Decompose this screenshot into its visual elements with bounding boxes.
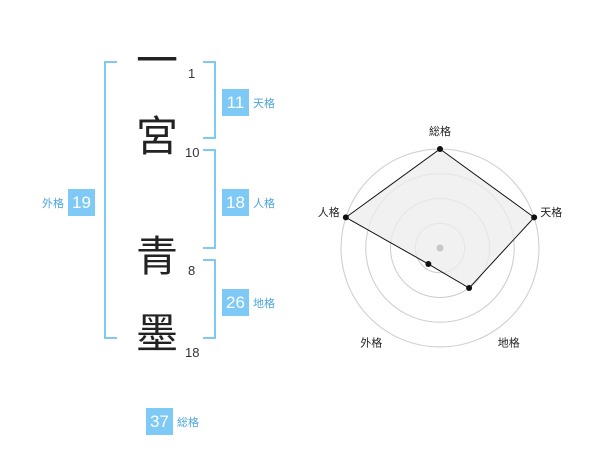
radar-axis-label-2: 天格 (540, 205, 562, 219)
tenkaku-badge: 11 天格 (222, 89, 275, 116)
radar-point-5 (342, 214, 349, 221)
soukaku-badge: 37 総格 (146, 408, 199, 435)
soukaku-label: 総格 (177, 415, 199, 429)
jinkaku-badge: 18 人格 (222, 189, 275, 216)
chikaku-value: 26 (222, 289, 249, 316)
radar-point-2 (531, 214, 538, 221)
name-char-1: 一 (135, 36, 178, 85)
stroke-count-4: 18 (185, 345, 200, 360)
gaikaku-label: 外格 (42, 196, 64, 210)
soukaku-value: 37 (146, 408, 173, 435)
name-char-2: 宮 (135, 112, 178, 161)
stroke-count-1: 1 (188, 66, 196, 81)
radar-point-4 (425, 261, 432, 268)
radar-axis-label-1: 総格 (429, 124, 451, 138)
stroke-count-3: 8 (188, 263, 196, 278)
gaikaku-value: 19 (68, 189, 95, 216)
jinkaku-label: 人格 (253, 196, 275, 210)
tenkaku-value: 11 (222, 89, 249, 116)
radar-polygon (344, 148, 535, 289)
jinkaku-bracket (203, 149, 216, 249)
radar-center-dot (436, 244, 444, 252)
jinkaku-value: 18 (222, 189, 249, 216)
radar-axis-label-3: 地格 (498, 336, 520, 350)
chikaku-badge: 26 地格 (222, 289, 275, 316)
tenkaku-label: 天格 (253, 96, 275, 110)
radar-point-3 (466, 285, 473, 292)
radar-axis-label-4: 外格 (360, 336, 382, 350)
tenkaku-bracket (203, 61, 216, 139)
stroke-count-2: 10 (185, 145, 200, 160)
gaikaku-badge: 外格 19 (42, 189, 95, 216)
radar-axis-label-5: 人格 (318, 205, 340, 219)
gaikaku-bracket (104, 61, 117, 339)
chikaku-label: 地格 (253, 296, 275, 310)
chikaku-bracket (203, 259, 216, 339)
name-char-4: 墨 (135, 309, 178, 358)
radar-point-1 (437, 146, 443, 152)
name-char-3: 青 (135, 232, 178, 281)
